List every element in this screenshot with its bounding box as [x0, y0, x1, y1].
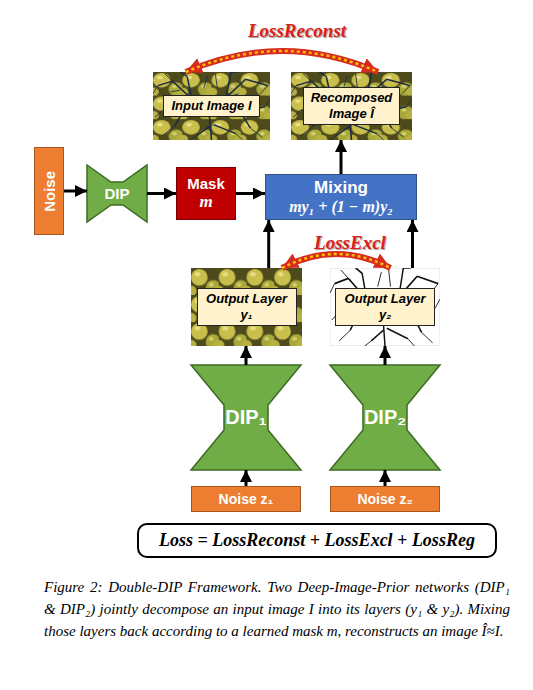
- input-photo: [153, 72, 270, 140]
- loss-label: LossReconst: [248, 20, 346, 42]
- loss-arrow-dots: [186, 51, 378, 72]
- loss-arrow: [282, 254, 390, 268]
- node-label: Noise z₁: [219, 491, 274, 507]
- recomposed-photo: [291, 72, 412, 140]
- node-label: Output Layer y₂: [335, 288, 435, 326]
- node-label: Mask: [187, 175, 225, 192]
- node-label: Noise: [41, 171, 58, 212]
- image-tile: Output Layer y₁: [191, 268, 302, 346]
- flow-arrow: [246, 470, 247, 486]
- flow-arrow: [246, 346, 247, 365]
- flow-arrow: [385, 346, 386, 365]
- flow-arrow: [64, 191, 87, 192]
- pears-photo: [191, 268, 302, 346]
- network-shape: DIP₂: [330, 365, 440, 470]
- network-shape: DIP: [87, 165, 147, 222]
- loss-arrow: [282, 254, 390, 268]
- flow-arrow: [147, 192, 176, 195]
- flow-arrow: [147, 193, 176, 194]
- mixing-box: Mixingmy₁ + (1 − m)y₂: [265, 174, 417, 220]
- node-label: m: [199, 192, 212, 212]
- figure-caption: Figure 2: Double-DIP Framework. Two Deep…: [44, 576, 510, 642]
- flow-arrow: [267, 220, 270, 268]
- flow-arrow: [236, 192, 265, 195]
- image-tile: Input Image I: [153, 72, 270, 140]
- network-outline: [191, 365, 301, 470]
- node-label: Output Layer y₁: [197, 288, 297, 326]
- network-shape: DIP₁: [191, 365, 301, 470]
- loss-arrow-dots: [282, 254, 390, 268]
- branches-photo: [330, 268, 440, 346]
- loss-arrow: [186, 51, 378, 72]
- node-label: DIP₁: [225, 406, 267, 429]
- mask-box: Maskm: [176, 167, 236, 220]
- flow-arrow: [64, 190, 87, 193]
- flow-arrow: [385, 470, 386, 486]
- loss-formula-box: Loss = LossReconst + LossExcl + LossReg: [137, 523, 497, 558]
- node-label: Input Image I: [163, 95, 260, 117]
- image-tile: Output Layer y₂: [330, 268, 440, 346]
- flow-arrow: [245, 470, 248, 486]
- loss-label: LossExcl: [314, 232, 386, 254]
- flow-arrow: [340, 140, 343, 174]
- flow-arrow: [268, 220, 269, 268]
- flow-arrow: [384, 470, 387, 486]
- node-label: Loss = LossReconst + LossExcl + LossReg: [159, 530, 475, 551]
- node-label: Noise z₂: [357, 491, 412, 507]
- node-label: Recomposed Image Î: [303, 87, 400, 125]
- noise-input: Noise: [34, 147, 64, 235]
- noise-input: Noise z₂: [330, 486, 440, 512]
- flow-arrow: [384, 346, 387, 365]
- node-label: DIP: [104, 185, 129, 202]
- flow-arrow: [412, 220, 413, 268]
- flow-arrow: [341, 140, 342, 174]
- flow-arrow: [245, 346, 248, 365]
- flow-arrow: [236, 193, 265, 194]
- flow-arrow: [411, 220, 414, 268]
- node-label: DIP₂: [364, 406, 406, 429]
- network-outline: [330, 365, 440, 470]
- image-tile: Recomposed Image Î: [291, 72, 412, 140]
- network-outline: [87, 165, 147, 222]
- node-label: my₁ + (1 − m)y₂: [289, 198, 393, 216]
- loss-arrow: [186, 51, 378, 72]
- node-label: Mixing: [314, 178, 368, 198]
- noise-input: Noise z₁: [191, 486, 301, 512]
